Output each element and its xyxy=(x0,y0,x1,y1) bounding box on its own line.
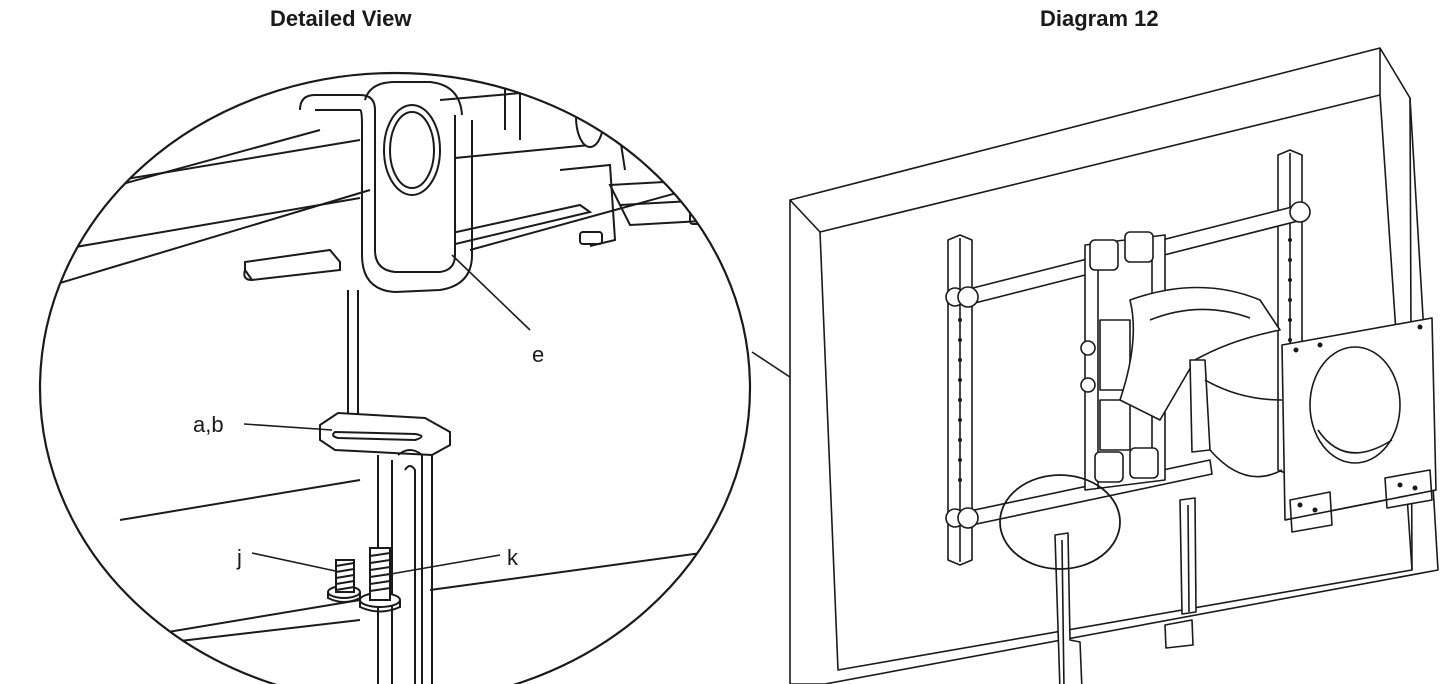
callout-ab: a,b xyxy=(193,412,224,437)
detail-circle xyxy=(39,71,751,684)
detailed-view-title: Detailed View xyxy=(270,6,412,31)
diagram-title: Diagram 12 xyxy=(1040,6,1159,31)
leader-e xyxy=(451,254,531,331)
callout-k: k xyxy=(507,545,519,570)
leader-k xyxy=(384,554,501,576)
rail-holes xyxy=(958,238,1423,513)
callout-j: j xyxy=(236,545,242,570)
tv-mount-assembly xyxy=(789,47,1439,684)
leader-j xyxy=(251,552,341,573)
leader-ab xyxy=(243,423,333,431)
callout-e: e xyxy=(532,342,544,367)
